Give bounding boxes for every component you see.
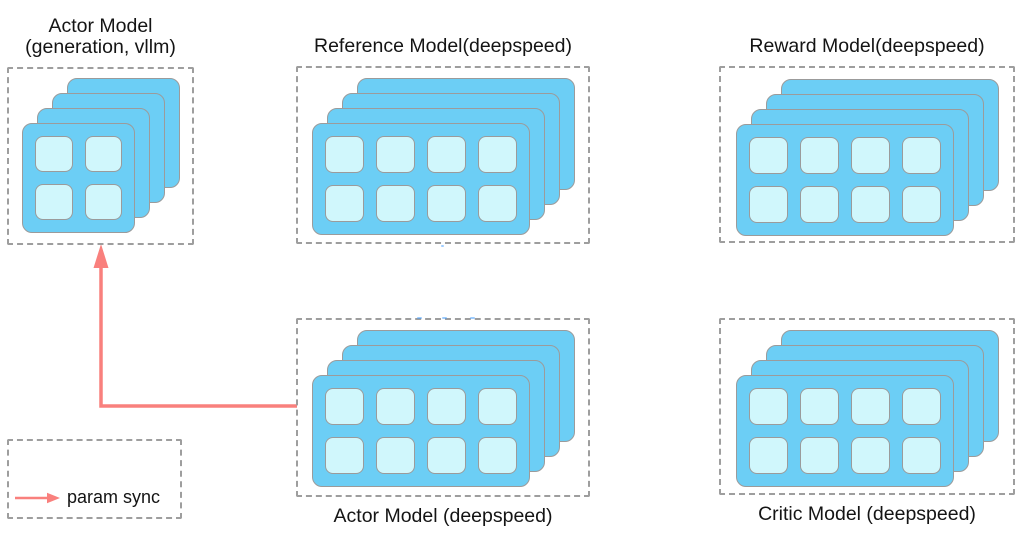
gpu-cell	[376, 437, 415, 474]
artifact-speck	[417, 317, 422, 319]
gpu-cell	[902, 186, 941, 223]
gpu-cell	[902, 437, 941, 474]
gpu-cell	[427, 388, 466, 425]
param-sync-arrowhead-icon	[93, 244, 109, 268]
gpu-pool-box	[719, 66, 1015, 243]
gpu-cell	[376, 388, 415, 425]
title-line: Actor Model (deepspeed)	[333, 505, 553, 527]
group-critic-model: Critic Model (deepspeed)	[719, 318, 1015, 525]
group-actor-model-generation: Actor Model (generation, vllm)	[7, 16, 194, 245]
title-line: Actor Model	[48, 15, 153, 37]
gpu-cell	[84, 136, 122, 172]
gpu-cell	[800, 186, 839, 223]
group-title-actor-generation: Actor Model (generation, vllm)	[25, 16, 176, 58]
gpu-cell	[851, 186, 890, 223]
legend-label: param sync	[67, 487, 161, 507]
title-line: Reference Model(deepspeed)	[314, 35, 572, 57]
gpu-pool-box	[7, 67, 194, 245]
gpu-cell	[84, 184, 122, 220]
gpu-card-front	[22, 123, 135, 233]
gpu-cell	[427, 185, 466, 222]
gpu-cell	[478, 185, 517, 222]
param-sync-arrow-icon	[15, 492, 60, 503]
gpu-cell	[478, 136, 517, 173]
gpu-cell	[749, 186, 788, 223]
gpu-cell	[749, 137, 788, 174]
gpu-cell	[427, 136, 466, 173]
gpu-card-front	[736, 375, 954, 487]
gpu-card-front	[312, 123, 530, 235]
gpu-cell	[800, 137, 839, 174]
gpu-card-stack	[22, 78, 180, 233]
artifact-speck	[441, 245, 444, 247]
gpu-cell	[325, 136, 364, 173]
gpu-card-stack	[736, 79, 999, 236]
gpu-cell	[749, 388, 788, 425]
gpu-cell	[427, 437, 466, 474]
group-actor-model-deepspeed: Actor Model (deepspeed)	[296, 318, 590, 527]
gpu-card-stack	[736, 330, 999, 487]
gpu-cell	[902, 388, 941, 425]
gpu-cell	[851, 137, 890, 174]
gpu-card-front	[736, 124, 954, 236]
param-sync-arrow-line	[99, 250, 297, 408]
gpu-card-stack	[312, 78, 575, 235]
group-title-reward: Reward Model(deepspeed)	[749, 36, 984, 57]
gpu-cell	[325, 185, 364, 222]
group-title-actor-deepspeed: Actor Model (deepspeed)	[334, 506, 553, 527]
gpu-cell	[35, 184, 73, 220]
gpu-cell	[851, 437, 890, 474]
gpu-cell	[325, 388, 364, 425]
group-title-critic: Critic Model (deepspeed)	[758, 504, 976, 525]
group-reference-model: Reference Model(deepspeed)	[296, 36, 590, 244]
title-line: Reward Model(deepspeed)	[749, 35, 985, 57]
gpu-cell	[325, 437, 364, 474]
gpu-pool-box	[719, 318, 1015, 495]
gpu-cell	[851, 388, 890, 425]
gpu-cell	[376, 136, 415, 173]
gpu-cell	[800, 388, 839, 425]
gpu-pool-box	[296, 66, 590, 244]
gpu-cell	[902, 137, 941, 174]
group-reward-model: Reward Model(deepspeed)	[719, 36, 1015, 243]
legend-row: param sync	[14, 487, 160, 508]
gpu-pool-box	[296, 318, 590, 497]
title-line: (generation, vllm)	[25, 36, 176, 58]
gpu-card-front	[312, 375, 530, 487]
group-title-reference: Reference Model(deepspeed)	[314, 36, 572, 57]
gpu-cell	[478, 388, 517, 425]
gpu-card-stack	[312, 330, 575, 487]
gpu-cell	[800, 437, 839, 474]
gpu-cell	[35, 136, 73, 172]
title-line: Critic Model (deepspeed)	[758, 503, 976, 525]
artifact-speck	[442, 317, 447, 319]
gpu-cell	[749, 437, 788, 474]
gpu-cell	[478, 437, 517, 474]
artifact-speck	[470, 317, 475, 319]
gpu-cell	[376, 185, 415, 222]
legend-box: param sync	[7, 439, 182, 519]
